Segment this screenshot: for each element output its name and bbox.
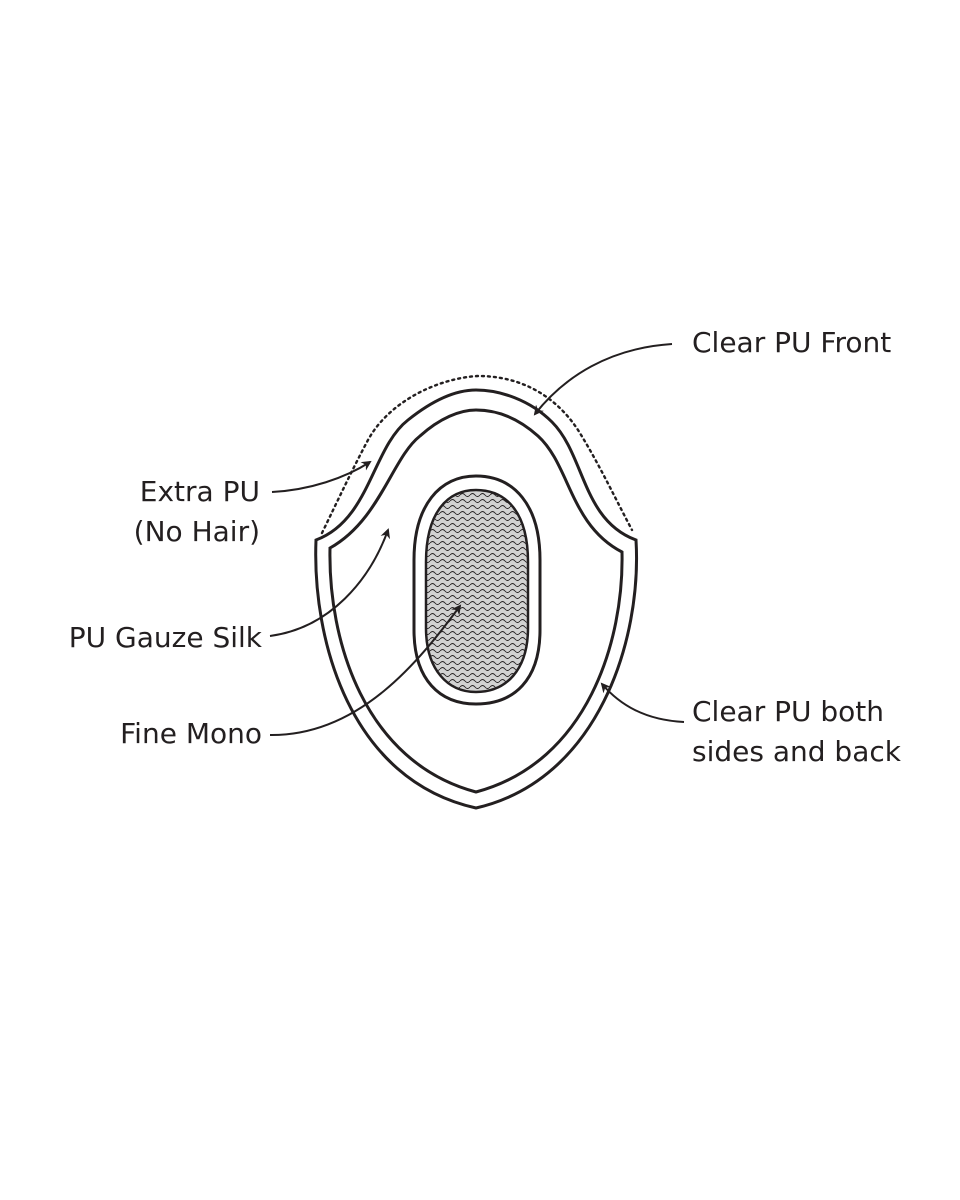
extra-pu-label-line1: Extra PU — [139, 475, 260, 508]
arrow-clear-pu-front — [533, 343, 673, 416]
arrow-extra-pu — [271, 460, 372, 493]
clear-pu-sides-label-line2: sides and back — [692, 735, 901, 768]
arrow-fine-mono — [269, 604, 462, 737]
extra-pu-dotted-outline — [320, 374, 634, 535]
fine-mono-label: Fine Mono — [120, 717, 262, 750]
extra-pu-label: Extra PU (No Hair) — [60, 472, 260, 552]
fine-mono-area — [424, 488, 530, 694]
clear-pu-sides-label-line1: Clear PU both — [692, 695, 885, 728]
arrow-clear-pu-sides — [600, 682, 685, 723]
pu-gauze-silk-label: PU Gauze Silk — [68, 621, 262, 654]
extra-pu-label-line2: (No Hair) — [133, 515, 260, 548]
arrow-pu-gauze-silk — [269, 528, 390, 637]
clear-pu-sides-back-label: Clear PU both sides and back — [692, 692, 901, 772]
clear-pu-front-label: Clear PU Front — [692, 326, 892, 359]
